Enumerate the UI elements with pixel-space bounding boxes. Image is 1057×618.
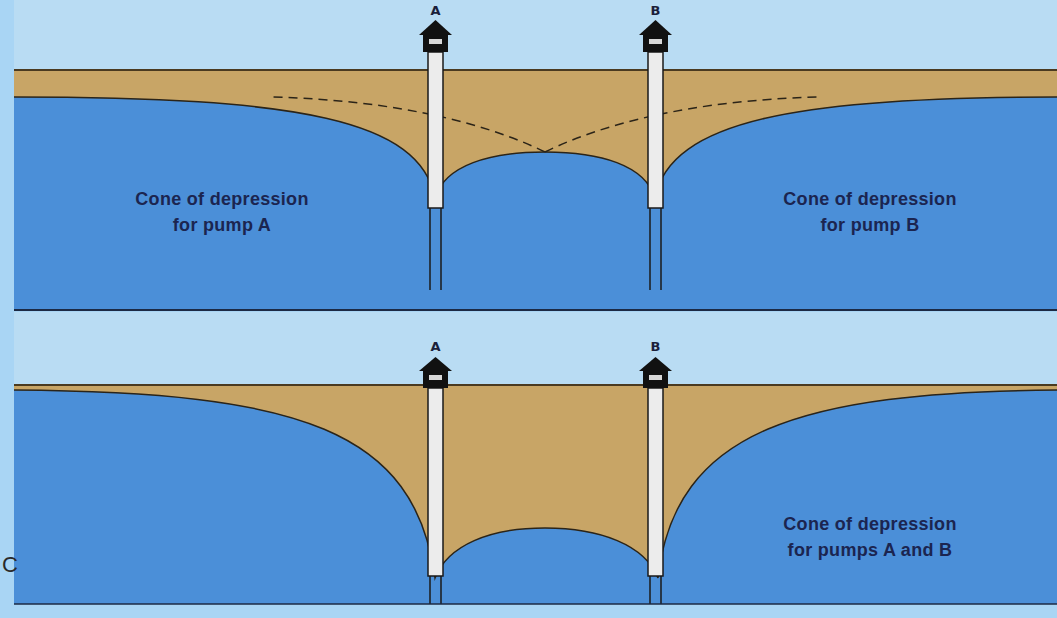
- ground-surface: [14, 384, 1057, 386]
- well-b: [639, 20, 672, 290]
- water-table: [14, 97, 1057, 198]
- panel-divider: [14, 309, 1057, 311]
- cone-label: Cone of depression for pump A: [127, 186, 317, 238]
- dashed-cone-line: [545, 97, 820, 152]
- panel-edge: [14, 603, 1057, 605]
- cone-label: Cone of depression for pumps A and B: [770, 511, 970, 563]
- sky: [14, 0, 1057, 70]
- well-letter: B: [641, 3, 671, 18]
- well-b: [639, 357, 672, 604]
- ground-surface: [14, 69, 1057, 71]
- combined-drawdown-zone: [14, 385, 1057, 578]
- well-letter: B: [641, 339, 671, 354]
- cone-label: Cone of depression for pump B: [775, 186, 965, 238]
- well-a: [419, 20, 452, 290]
- well-letter: A: [421, 3, 451, 18]
- water-table: [14, 390, 1057, 578]
- saturated-zone: [14, 0, 1057, 310]
- drawdown-zone: [14, 70, 1057, 198]
- well-letter: A: [421, 339, 451, 354]
- sky: [14, 312, 1057, 385]
- saturated-zone: [14, 312, 1057, 604]
- edge-letter: C: [2, 552, 22, 578]
- well-a: [419, 357, 452, 604]
- dashed-cone-line: [270, 97, 545, 152]
